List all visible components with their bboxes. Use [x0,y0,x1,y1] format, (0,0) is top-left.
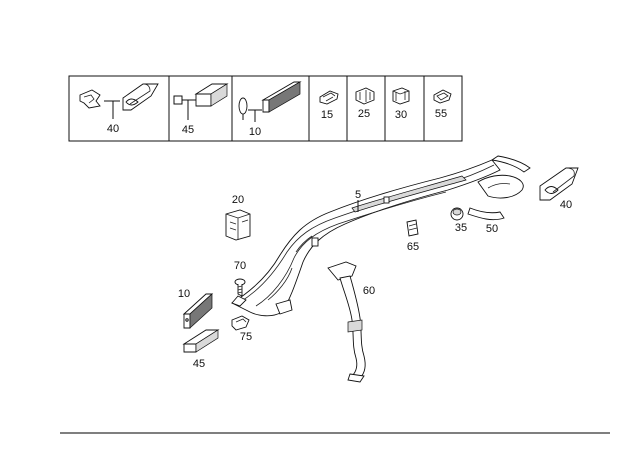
legend-number-45: 45 [182,124,194,136]
drain-hose-60 [327,261,366,383]
panel-end [231,295,247,307]
foam-strip-icon [194,83,229,107]
foam-strip-45 [182,329,220,353]
scuttle-panel-assembly [231,155,531,317]
callout-65: 65 [407,241,419,253]
legend-number-10: 10 [249,126,261,138]
legend-number-15: 15 [321,109,333,121]
right-cover-edge [487,183,511,189]
right-seal-end [490,155,531,173]
legend-cell-25: 25 [355,87,375,120]
bracket-icon [392,87,410,105]
callout-45: 45 [193,358,205,370]
clip-75 [231,315,250,331]
panel-ridge [295,235,313,253]
marker-square [173,95,183,105]
brush-strip-10 [182,293,214,329]
panel-ridge [267,267,293,301]
legend-number-25: 25 [358,108,370,120]
panel-strip [351,175,467,213]
legend-cell-55: 55 [433,89,452,120]
panel-ridge [255,191,447,307]
screw-70 [234,278,246,297]
right-cover [477,174,524,199]
double-clip-icon [355,87,375,105]
panel-post [311,237,319,247]
legend-table: 40 45 1 [68,75,463,142]
clip-65 [406,219,419,237]
callout-10: 10 [178,288,190,300]
bracket-20 [225,209,251,241]
callout-50: 50 [486,223,498,235]
panel-post [383,196,390,204]
callout-35: 35 [455,222,467,234]
callout-70: 70 [234,260,246,272]
profile-seal-icon [122,83,159,111]
callout-40: 40 [560,199,572,211]
legend-cell-30: 30 [392,87,410,121]
brush-strip-icon [261,81,302,113]
plug-35 [450,207,464,221]
plug-icon [238,97,248,120]
legend-cell-15: 15 [319,90,339,121]
legend-number-30: 30 [395,109,407,121]
callout-75: 75 [240,331,252,343]
legend-number-55: 55 [435,108,447,120]
legend-cell-45: 45 [173,83,229,136]
profile-seal-40 [539,167,579,201]
retainer-clip-icon [433,89,452,104]
seal-clip-icon [79,89,101,109]
cowl-panel [231,159,501,317]
callout-60: 60 [363,285,375,297]
legend-cell-10: 10 [238,81,302,138]
legend-cell-40: 40 [79,83,159,135]
legend-number-40: 40 [107,123,119,135]
seal-strip-50 [467,207,505,221]
panel-tab [275,299,293,315]
legend-frame [68,75,463,142]
callout-5: 5 [355,189,361,201]
callout-20: 20 [232,194,244,206]
spring-clip-icon [319,90,339,105]
